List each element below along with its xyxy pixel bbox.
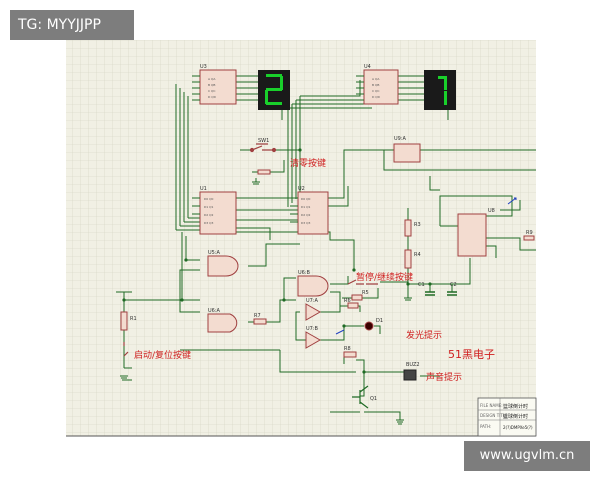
title-block: FILE NAME: DESIGN TITLE: PATH: 篮球倒计时 篮球倒… xyxy=(477,397,537,437)
q1-label: Q1 xyxy=(370,396,377,402)
switch-sw1 xyxy=(249,143,277,153)
buz2-label: BUZ2 xyxy=(406,362,420,368)
d1-label: D1 xyxy=(376,318,383,324)
passive-components xyxy=(120,169,535,358)
chip-u7b-label: U7:B xyxy=(306,326,319,332)
chip-u4-body xyxy=(363,69,399,105)
svg-text:D1 Q1: D1 Q1 xyxy=(301,205,311,209)
watermark-bottom-right: www.ugvlm.cn xyxy=(464,441,590,471)
wires xyxy=(116,75,536,420)
r9-label: R9 xyxy=(526,230,533,236)
chip-pins xyxy=(192,75,364,223)
title-block-line3: 2(?)DMPXe5(?) xyxy=(503,425,533,430)
svg-text:D QD: D QD xyxy=(208,95,217,99)
left-digit-segments xyxy=(265,74,283,105)
svg-text:D2 Q2: D2 Q2 xyxy=(204,213,214,217)
r6-label: R6 xyxy=(344,298,351,304)
chip-u6a-label: U6:A xyxy=(208,308,221,314)
svg-text:B QB: B QB xyxy=(208,83,215,87)
transistor-q1 xyxy=(352,385,369,409)
chip-u6b-label: U6:B xyxy=(298,270,311,276)
seven-segment-right xyxy=(424,70,456,110)
gate-u7a-body xyxy=(305,303,322,321)
r5-label: R5 xyxy=(362,290,369,296)
gate-u6a-body xyxy=(207,313,238,333)
chip-pin-text: A QA B QB C QC D QD A QA B QB C QC D QD D0 Q0 D… xyxy=(204,77,381,225)
svg-text:D1 Q1: D1 Q1 xyxy=(204,205,214,209)
r1-label: R1 xyxy=(130,316,137,322)
chip-u4-label: U4 xyxy=(364,64,371,70)
chip-u9a-body xyxy=(393,143,421,163)
chip-u8-body xyxy=(457,213,487,257)
svg-text:D3 Q3: D3 Q3 xyxy=(204,221,214,225)
clear-button-label: 清零按键 xyxy=(290,157,326,169)
svg-text:C QC: C QC xyxy=(372,89,380,93)
buzzer-buz2 xyxy=(403,369,417,381)
r8-label: R8 xyxy=(344,346,351,352)
title-block-line2: 篮球倒计时 xyxy=(503,413,528,420)
junctions xyxy=(122,148,432,374)
light-hint-label: 发光提示 xyxy=(406,329,442,341)
chip-u3-label: U3 xyxy=(200,64,207,70)
display-pins xyxy=(281,110,449,120)
gate-u7b-body xyxy=(305,331,322,349)
switch-start xyxy=(123,342,129,357)
svg-text:D3 Q3: D3 Q3 xyxy=(301,221,311,225)
svg-text:A QA: A QA xyxy=(208,77,216,81)
brand-label: 51黑电子 xyxy=(448,348,495,361)
led-d1 xyxy=(364,321,374,331)
svg-text:A QA: A QA xyxy=(372,77,380,81)
svg-text:D0 Q0: D0 Q0 xyxy=(301,197,311,201)
grounds xyxy=(120,181,412,425)
title-block-line1: 篮球倒计时 xyxy=(503,403,528,410)
chip-u1-body xyxy=(199,191,237,235)
c1-label: C1 xyxy=(418,282,425,288)
chip-u2-body xyxy=(297,191,329,235)
pause-button-label: 暂停/继续按键 xyxy=(356,271,413,283)
chip-u5a-label: U5:A xyxy=(208,250,221,256)
svg-text:FILE NAME:: FILE NAME: xyxy=(480,403,503,408)
r3-label: R3 xyxy=(414,222,421,228)
start-reset-label: 启动/复位按键 xyxy=(134,349,191,361)
gate-u6b-body xyxy=(297,275,329,297)
probe-arrows xyxy=(335,197,517,335)
gate-u5a-body xyxy=(207,255,239,277)
right-digit-segments xyxy=(438,76,447,105)
r7-label: R7 xyxy=(254,313,261,319)
chip-u8-label: U8 xyxy=(488,208,495,214)
svg-text:C QC: C QC xyxy=(208,89,216,93)
svg-text:D2 Q2: D2 Q2 xyxy=(301,213,311,217)
seven-segment-left xyxy=(258,70,290,110)
svg-text:B QB: B QB xyxy=(372,83,379,87)
sound-hint-label: 声音提示 xyxy=(426,371,462,383)
svg-text:D QD: D QD xyxy=(372,95,381,99)
watermark-top-left: TG: MYYJJPP xyxy=(10,10,134,40)
sw1-label: SW1 xyxy=(258,138,269,144)
chip-u3-body xyxy=(199,69,237,105)
svg-text:D0 Q0: D0 Q0 xyxy=(204,197,214,201)
chip-u2-label: U2 xyxy=(298,186,305,192)
switch-pause xyxy=(347,279,378,285)
svg-text:PATH:: PATH: xyxy=(480,424,491,429)
svg-text:DESIGN TITLE:: DESIGN TITLE: xyxy=(480,413,509,418)
chip-u7a-label: U7:A xyxy=(306,298,319,304)
chip-u1-label: U1 xyxy=(200,186,207,192)
r4-label: R4 xyxy=(414,252,421,258)
capacitors xyxy=(425,291,457,296)
c2-label: C2 xyxy=(450,282,457,288)
chip-u9a-label: U9:A xyxy=(394,136,407,142)
